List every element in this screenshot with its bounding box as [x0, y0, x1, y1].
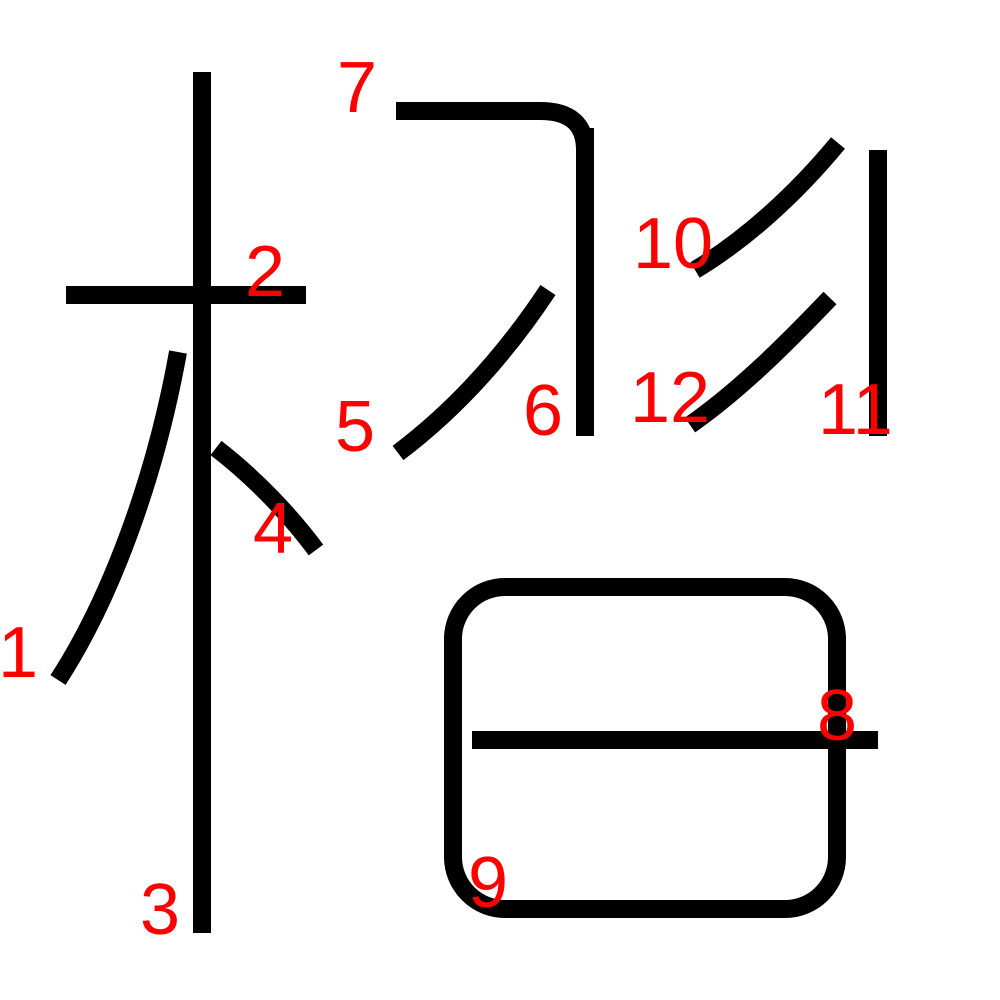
stroke-2-label: 2 [245, 232, 285, 312]
labels-group: 1 2 3 4 5 6 7 8 9 10 11 12 [0, 48, 893, 950]
stroke-4-label: 4 [253, 489, 293, 569]
stroke-12-path [684, 291, 837, 433]
stroke-5-label: 5 [335, 387, 375, 467]
stroke-7-path [396, 102, 594, 151]
stroke-6-label: 6 [523, 371, 563, 451]
stroke-7-label: 7 [337, 48, 377, 128]
stroke-5-path [392, 285, 556, 461]
stroke-1-label: 1 [0, 613, 38, 693]
stroke-9-path [444, 578, 846, 918]
stroke-9-label: 9 [468, 843, 508, 923]
stroke-1-path [50, 350, 187, 685]
stroke-10-path [690, 137, 845, 278]
stroke-10-label: 10 [633, 204, 713, 284]
stroke-4-path [210, 440, 324, 556]
stroke-8-label: 8 [817, 676, 857, 756]
stroke-12-label: 12 [630, 358, 710, 438]
strokes-group [50, 72, 887, 933]
stroke-11-label: 11 [818, 370, 893, 450]
stroke-3-label: 3 [140, 870, 180, 950]
